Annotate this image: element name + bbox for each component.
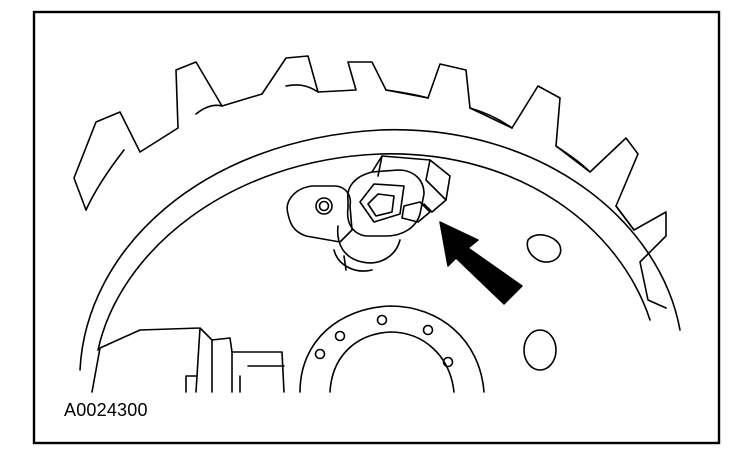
flexplate-outer-arc: [79, 129, 681, 371]
figure-id-label: A0024300: [64, 400, 148, 420]
sensor-connector-opening: [367, 193, 395, 217]
figure-frame: [32, 10, 721, 445]
housing-bracket: [91, 327, 285, 393]
flexplate-inner-arc: [97, 153, 651, 351]
hub-bolt-hole-5: [442, 356, 454, 368]
flexplate-hole-lower: [523, 329, 557, 371]
ring-gear-inner-edge: [85, 84, 635, 231]
center-hub-outer: [299, 305, 485, 393]
housing-lower-detail: [185, 375, 241, 393]
hub-bolt-hole-1: [334, 330, 346, 342]
sensor-connector-socket: [359, 183, 405, 223]
sensor-mounting-flange: [286, 185, 353, 243]
hub-bolt-hole-3: [422, 324, 434, 336]
flexplate-hole-right: [526, 234, 562, 263]
ring-gear-teeth: [73, 55, 667, 309]
sensor-connector-edge: [377, 155, 447, 201]
sensor-mounting-bolt-head: [318, 200, 330, 212]
hub-bolt-hole-4: [314, 348, 326, 360]
sensor-barrel-ring: [333, 249, 373, 272]
sensor-body: [346, 169, 425, 237]
sensor-barrel: [336, 225, 401, 264]
callout-arrow-icon: [439, 221, 523, 305]
sensor-connector-latch: [401, 201, 431, 223]
hub-bolt-hole-2: [376, 314, 388, 326]
sensor-mounting-bolt: [315, 197, 333, 215]
center-hub-inner: [329, 331, 455, 393]
